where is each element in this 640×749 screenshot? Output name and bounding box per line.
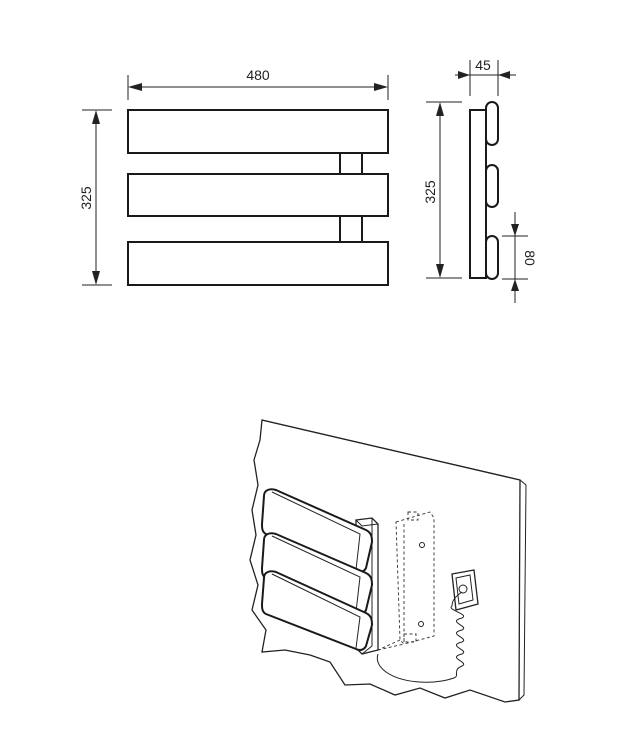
front-bar-middle	[127, 173, 389, 217]
side-bar-bottom	[485, 235, 499, 280]
side-view: 45 325 80	[422, 57, 538, 303]
dimension-depth: 45	[455, 57, 516, 96]
dimension-width: 480	[127, 67, 389, 100]
bracket-screw-upper	[419, 542, 425, 548]
iso-bar-middle	[260, 532, 374, 615]
front-view: 480 325	[78, 67, 389, 286]
dimension-height-side: 325	[422, 101, 462, 279]
isometric-view	[249, 419, 527, 703]
dimension-bar-height-label: 80	[522, 250, 538, 266]
dimension-width-label: 480	[246, 67, 270, 83]
dimension-height-front: 325	[78, 109, 112, 286]
front-bar-bottom	[127, 241, 389, 286]
dimension-depth-label: 45	[475, 57, 491, 73]
dimension-bar-height: 80	[502, 212, 538, 303]
side-bar-top	[485, 101, 499, 146]
front-connector-upper	[339, 152, 363, 175]
front-connector-lower	[339, 215, 363, 243]
coiled-cable	[376, 591, 465, 683]
iso-bar-top	[260, 488, 374, 573]
iso-bar-bottom	[260, 570, 374, 651]
front-bar-top	[127, 109, 389, 154]
side-plate	[469, 109, 487, 279]
side-bar-middle	[485, 164, 499, 208]
wall-socket	[451, 569, 479, 611]
dimension-height-side-label: 325	[422, 180, 438, 204]
dimension-height-front-label: 325	[78, 186, 94, 210]
bracket-screw-lower	[418, 621, 424, 627]
